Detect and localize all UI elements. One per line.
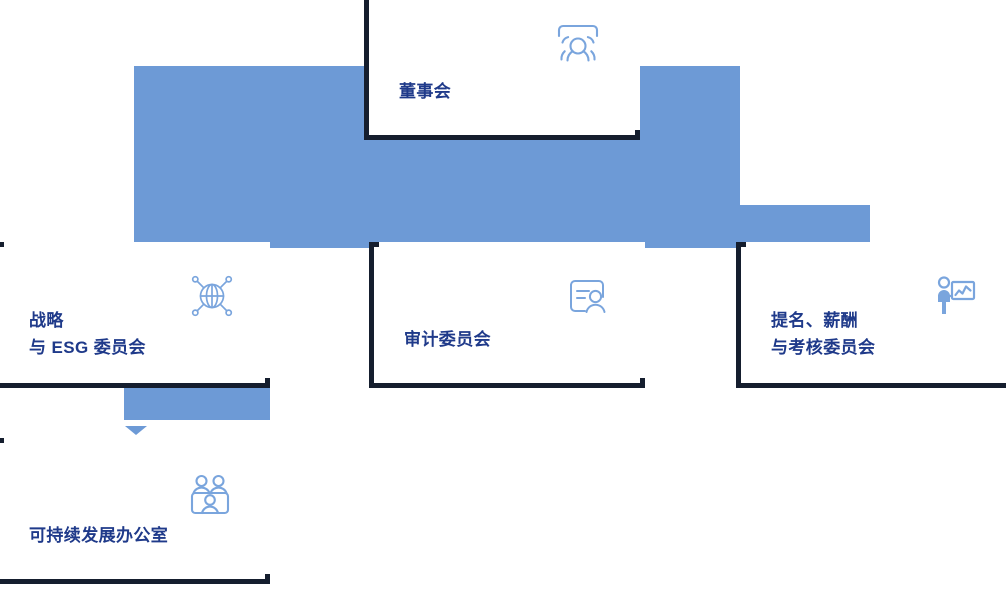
node-card-nomination[interactable]: 提名、薪酬 与考核委员会 <box>736 242 1006 388</box>
node-card-strategy[interactable]: 战略 与 ESG 委员会 <box>0 242 270 388</box>
connector-arrow-icon <box>125 426 147 435</box>
connector-strategy-to-office-tail <box>124 396 144 420</box>
connector-branch-right <box>740 205 870 248</box>
node-card-audit[interactable]: 审计委员会 <box>369 242 645 388</box>
card-surface <box>4 438 270 574</box>
node-card-board[interactable]: 董事会 <box>364 0 640 140</box>
team-group-icon <box>185 471 235 521</box>
node-label-board: 董事会 <box>399 82 452 101</box>
card-surface <box>374 0 640 130</box>
node-card-office[interactable]: 可持续发展办公室 <box>0 438 270 584</box>
document-person-icon <box>562 271 612 321</box>
node-label-strategy: 战略 与 ESG 委员会 <box>29 311 146 357</box>
connector-strategy-to-office-stub <box>124 388 270 420</box>
card-surface <box>379 242 645 378</box>
node-label-nomination: 提名、薪酬 与考核委员会 <box>771 311 876 357</box>
group-people-icon <box>553 19 603 69</box>
node-label-audit: 审计委员会 <box>404 330 491 349</box>
globe-network-icon <box>187 271 237 321</box>
card-surface <box>746 242 1006 378</box>
presenter-chart-icon <box>931 271 981 321</box>
node-label-office: 可持续发展办公室 <box>29 526 169 545</box>
